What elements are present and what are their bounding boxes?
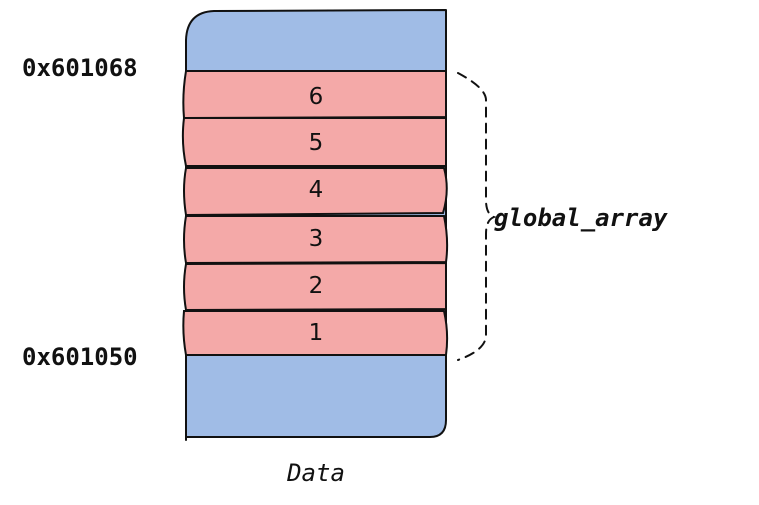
cell-label-3: 3: [309, 226, 324, 252]
address-label-top: 0x601068: [22, 54, 138, 82]
array-cells: [181, 70, 449, 356]
array-cell-3: [183, 215, 449, 265]
array-cell-4: [183, 167, 448, 217]
cell-label-4: 4: [309, 177, 324, 203]
array-cell-labels: 6 5 4 3 2 1: [309, 84, 324, 346]
address-label-bottom: 0x601050: [22, 343, 138, 371]
data-segment-caption: Data: [286, 459, 345, 487]
global-array-label: global_array: [494, 204, 668, 232]
cell-label-2: 2: [309, 273, 324, 299]
array-cell-2: [183, 261, 447, 312]
array-cell-1: [182, 310, 449, 356]
cell-label-6: 6: [309, 84, 324, 110]
cell-label-5: 5: [309, 130, 324, 156]
array-cell-5: [181, 117, 447, 167]
cell-label-1: 1: [309, 320, 324, 346]
array-brace: [457, 72, 497, 361]
